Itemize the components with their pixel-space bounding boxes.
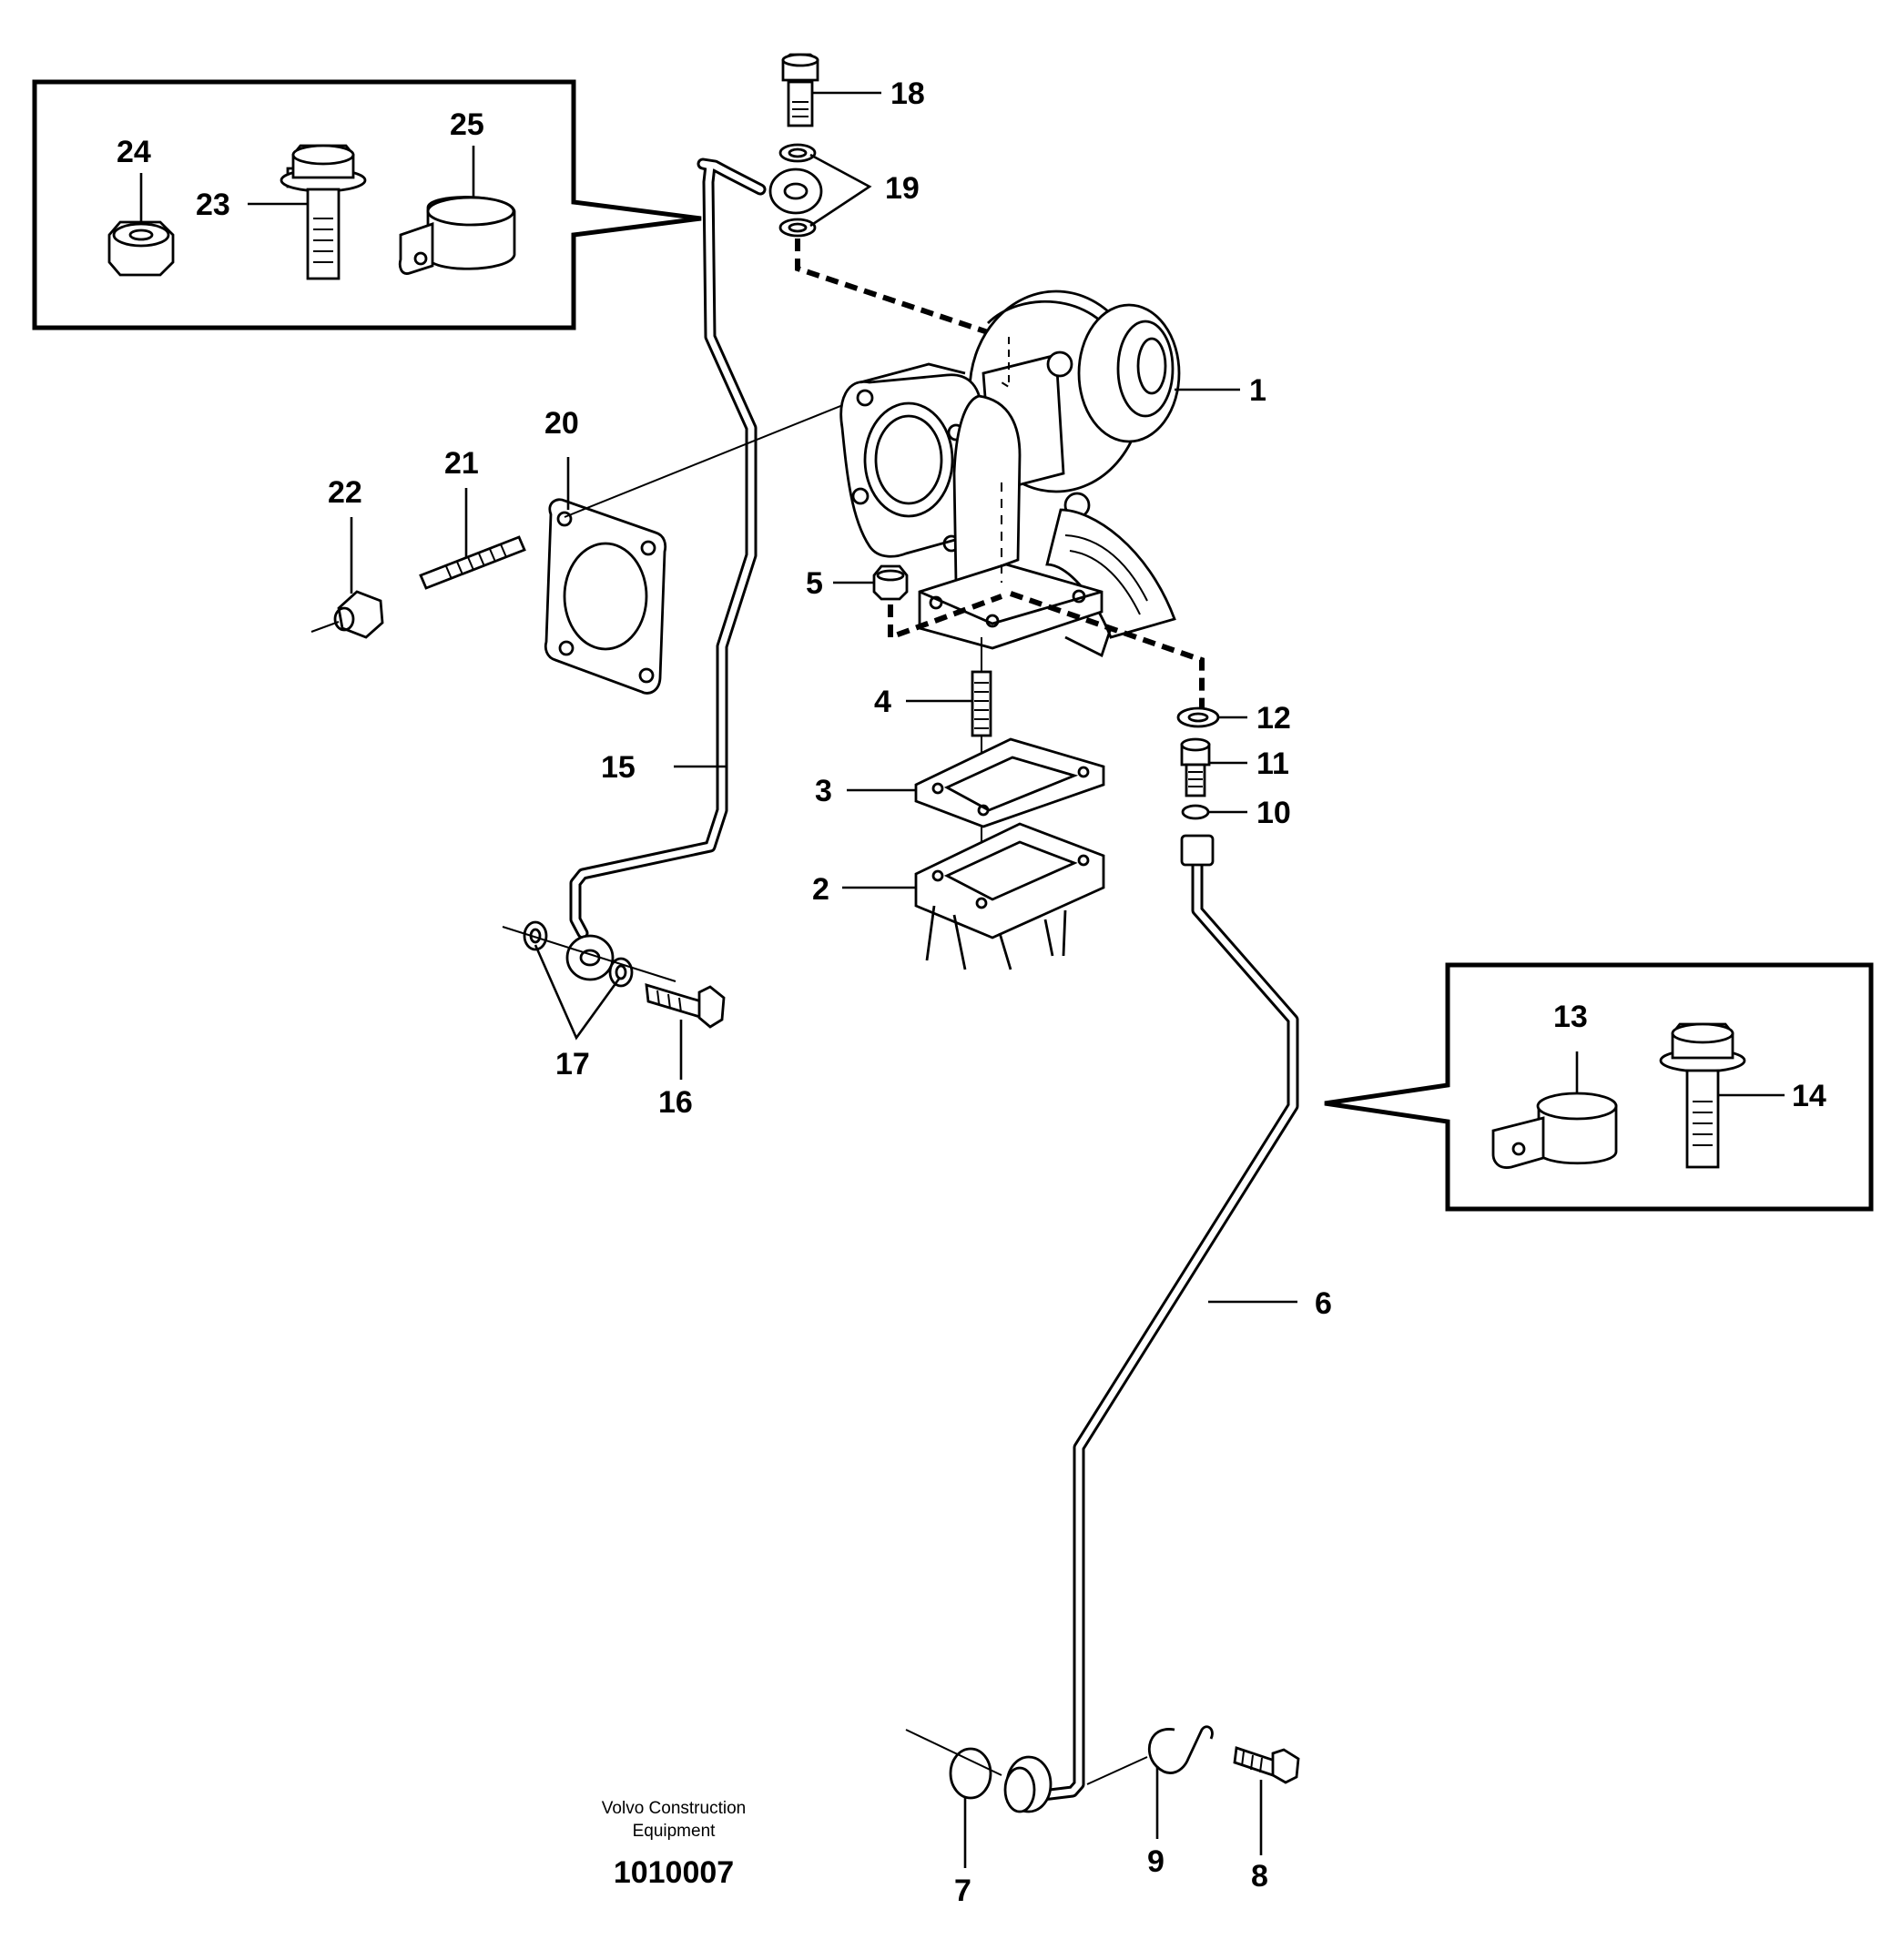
inset-detail-clamp-bolt-right bbox=[1324, 962, 1874, 1212]
gasket-part-20 bbox=[544, 498, 667, 695]
document-number: 1010007 bbox=[614, 1855, 734, 1890]
gasket-part-3 bbox=[914, 737, 1105, 828]
callout-20: 20 bbox=[544, 406, 579, 441]
callout-7: 7 bbox=[954, 1874, 971, 1908]
nut-part-22 bbox=[333, 590, 384, 639]
callout-18: 18 bbox=[890, 76, 925, 111]
callout-24: 24 bbox=[117, 135, 151, 169]
sealing-washers-part-19 bbox=[778, 143, 817, 238]
o-ring-part-7 bbox=[949, 1747, 992, 1800]
flange-bolt-part-23 bbox=[280, 144, 367, 280]
turbocharger-part-1 bbox=[839, 289, 1181, 657]
leader-lines bbox=[139, 91, 1785, 1868]
stud-part-4 bbox=[971, 670, 992, 737]
adapter-fitting-part-11 bbox=[1180, 737, 1211, 797]
callout-16: 16 bbox=[658, 1085, 693, 1120]
clamp-part-25 bbox=[398, 196, 516, 275]
banjo-bolt-part-16 bbox=[645, 983, 726, 1029]
callout-11: 11 bbox=[1256, 746, 1289, 781]
o-ring-part-10 bbox=[1181, 804, 1210, 820]
callout-23: 23 bbox=[196, 188, 230, 222]
nut-part-5 bbox=[872, 564, 909, 601]
footer: Volvo Construction Equipment 1010007 bbox=[602, 1799, 746, 1890]
callout-4: 4 bbox=[874, 685, 891, 719]
bolt-part-8 bbox=[1233, 1746, 1300, 1784]
callout-14: 14 bbox=[1792, 1079, 1826, 1113]
flange-bolt-part-14 bbox=[1659, 1022, 1746, 1169]
clamp-part-13 bbox=[1491, 1092, 1618, 1169]
callout-10: 10 bbox=[1256, 796, 1291, 830]
callout-25: 25 bbox=[450, 107, 484, 142]
callout-17: 17 bbox=[555, 1047, 590, 1082]
callout-22: 22 bbox=[328, 475, 362, 510]
callout-2: 2 bbox=[812, 872, 829, 907]
callout-19: 19 bbox=[885, 171, 920, 206]
inset-detail-clamp-bolt-nut-top bbox=[32, 79, 702, 330]
callout-labels: 1 2 3 4 5 6 7 8 9 10 11 12 13 14 15 16 1… bbox=[117, 76, 1826, 1908]
washer-part-12 bbox=[1176, 706, 1220, 728]
callout-6: 6 bbox=[1315, 1286, 1332, 1321]
callout-13: 13 bbox=[1553, 1000, 1588, 1034]
callout-9: 9 bbox=[1147, 1844, 1165, 1879]
callout-3: 3 bbox=[815, 774, 832, 808]
callout-21: 21 bbox=[444, 446, 479, 481]
manifold-flange-part-2 bbox=[914, 822, 1105, 970]
callout-1: 1 bbox=[1249, 373, 1266, 408]
nut-part-24 bbox=[107, 220, 175, 277]
stud-part-21 bbox=[419, 535, 526, 590]
brand-line-1: Volvo Construction bbox=[602, 1799, 746, 1818]
oil-pipe-part-6 bbox=[1003, 834, 1299, 1813]
callout-8: 8 bbox=[1251, 1859, 1268, 1894]
brand-line-2: Equipment bbox=[633, 1822, 717, 1841]
callout-5: 5 bbox=[806, 566, 823, 601]
banjo-bolt-part-18 bbox=[781, 53, 819, 127]
clip-part-9 bbox=[1147, 1725, 1214, 1774]
callout-15: 15 bbox=[601, 750, 636, 785]
callout-12: 12 bbox=[1256, 701, 1291, 736]
oil-pipe-part-15 bbox=[565, 157, 823, 981]
